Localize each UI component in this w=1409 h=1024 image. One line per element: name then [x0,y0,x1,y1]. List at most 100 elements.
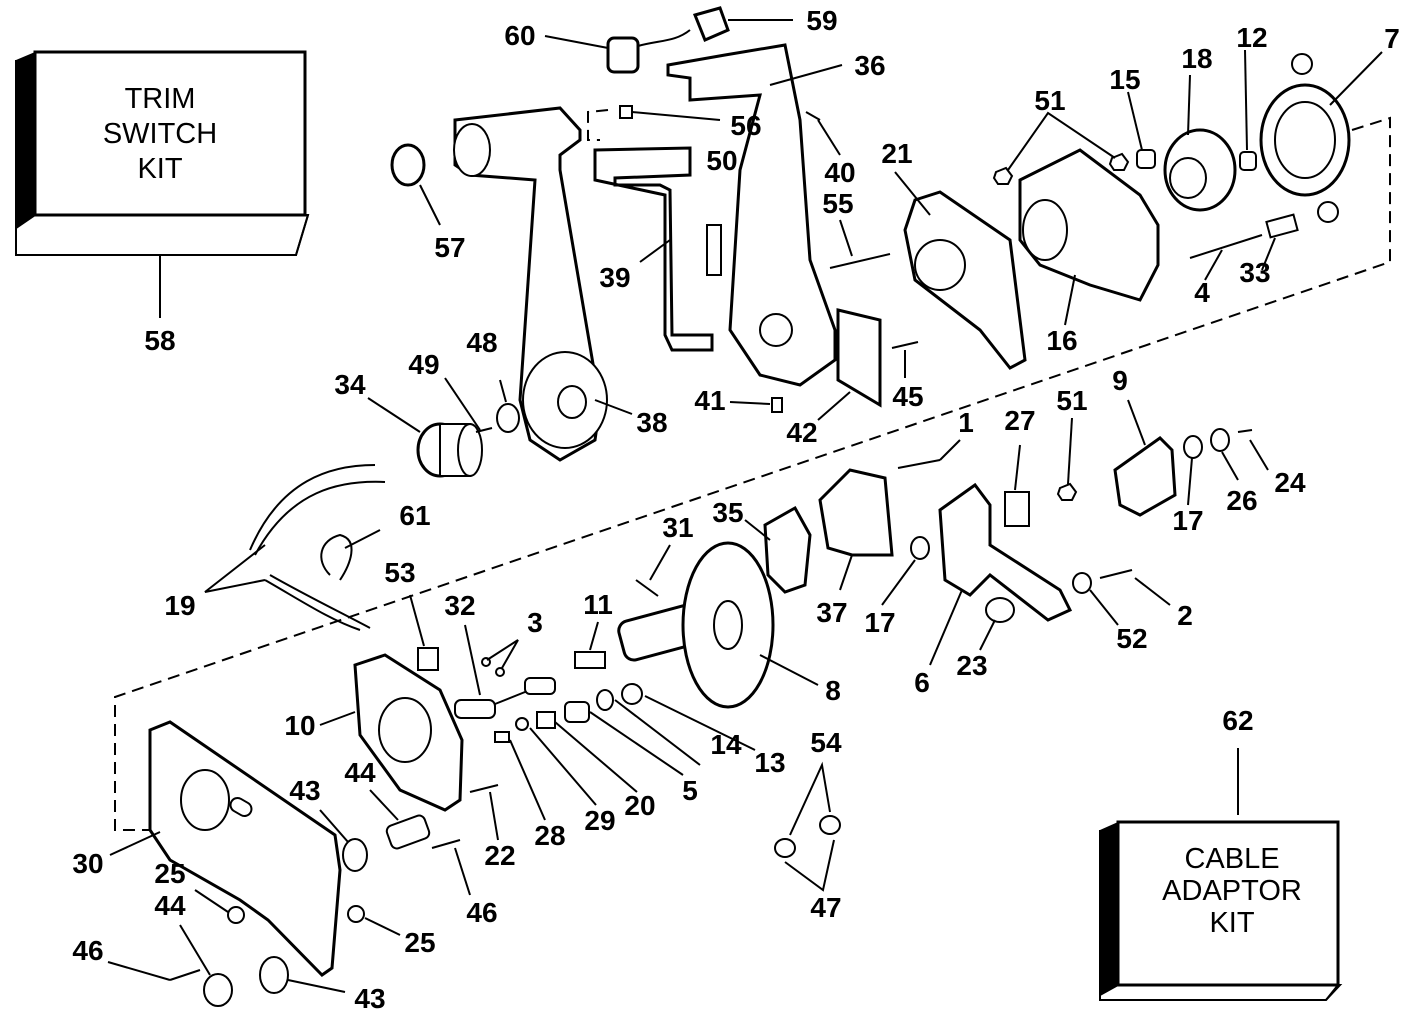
callout-41: 41 [694,385,725,416]
callout-13: 13 [754,747,785,778]
callout-24: 24 [1274,467,1306,498]
callout-25-right: 25 [404,927,435,958]
part-52-washer [1072,572,1092,594]
part-42-plate [836,308,882,408]
part-15-bushing [1136,149,1156,169]
callout-44-lower: 44 [154,890,186,921]
callout-16: 16 [1046,325,1077,356]
part-56 [619,105,633,119]
part-17-washer-b [910,536,930,560]
callout-49: 49 [408,349,439,380]
callout-22: 22 [484,840,515,871]
callout-51-upper: 51 [1034,85,1065,116]
leader-lines [107,19,1383,993]
cable-adaptor-kit-line-2: ADAPTOR [1162,875,1302,907]
callout-38: 38 [636,407,667,438]
part-50-spring [706,224,722,276]
callout-52: 52 [1116,623,1147,654]
callout-19: 19 [164,590,195,621]
callout-47: 47 [810,892,841,923]
trim-switch-kit-box: TRIM SWITCH KIT [15,50,310,318]
part-20-spring [536,711,556,729]
callout-14: 14 [710,729,742,760]
callout-44-upper: 44 [344,757,376,788]
trim-switch-kit-line-3: KIT [137,153,182,185]
part-17-washer-a [1183,435,1203,459]
callout-40: 40 [824,157,855,188]
callout-12: 12 [1236,22,1267,53]
part-36-handle-arm [666,43,837,387]
part-35-block [763,505,812,594]
callout-17-right: 17 [1172,505,1203,536]
cable-adaptor-kit-line-1: CABLE [1184,843,1279,875]
callout-58: 58 [144,325,175,356]
callout-25-left: 25 [154,858,185,889]
callout-46-upper: 46 [466,897,497,928]
part-48-washer [496,403,520,433]
callout-43-upper: 43 [289,775,320,806]
callout-53: 53 [384,557,415,588]
part-14 [596,689,614,711]
part-32-shaft [454,699,496,719]
part-12-pin [1239,151,1257,171]
callout-23: 23 [956,650,987,681]
callout-17-center: 17 [864,607,895,638]
trim-switch-kit-line-2: SWITCH [103,118,217,150]
callout-4: 4 [1194,277,1210,308]
part-43-fitting-a [342,838,368,872]
part-43-fitting-b [259,956,289,994]
callout-5: 5 [682,775,698,806]
callout-15: 15 [1109,64,1140,95]
callout-31: 31 [662,512,693,543]
part-44-link-a [385,814,431,850]
callout-51-lower: 51 [1056,385,1087,416]
callout-33: 33 [1239,257,1270,288]
part-60-switch [606,36,640,74]
callout-28: 28 [534,820,565,851]
callout-56: 56 [730,110,761,141]
part-5 [564,701,590,723]
callout-32: 32 [444,590,475,621]
callout-1: 1 [958,407,974,438]
callout-9: 9 [1112,365,1128,396]
callout-39: 39 [599,262,630,293]
callout-36: 36 [854,50,885,81]
part-31-pin [635,579,659,597]
callout-35: 35 [712,497,743,528]
part-19-wire-a [249,464,376,551]
part-51-nut-c [1056,482,1078,501]
callout-3: 3 [527,607,543,638]
part-37-bracket [818,468,894,557]
part-drawings [148,6,1351,1007]
part-26-washer [1210,428,1230,452]
callout-11: 11 [583,589,613,620]
callout-6: 6 [914,667,930,698]
callout-29: 29 [584,805,615,836]
callout-10: 10 [284,710,315,741]
part-44-link-b [203,973,233,1007]
part-59-gasket [692,6,730,42]
callout-57: 57 [434,232,465,263]
part-57-cap [390,143,426,187]
callout-27: 27 [1004,405,1035,436]
part-28 [494,731,510,743]
callout-21: 21 [881,138,912,169]
part-47-pin-b [819,815,841,835]
part-11-spring [574,651,606,669]
part-51-nut-a [992,166,1014,185]
part-21-plate [903,190,1027,370]
callout-37: 37 [816,597,847,628]
callout-60: 60 [504,20,535,51]
callout-42: 42 [786,417,817,448]
trim-switch-kit-line-1: TRIM [125,83,196,115]
part-27-clip [1004,491,1030,527]
callout-34: 34 [334,369,366,400]
part-23-knob [985,597,1015,623]
callout-43-lower: 43 [354,983,385,1014]
callout-7: 7 [1384,23,1400,54]
assembly-dashed-lines [114,109,1391,831]
callout-8: 8 [825,675,841,706]
part-25-nut-a [227,906,245,924]
part-41-set-screw [771,397,783,413]
cable-adaptor-kit-line-3: KIT [1209,907,1254,939]
